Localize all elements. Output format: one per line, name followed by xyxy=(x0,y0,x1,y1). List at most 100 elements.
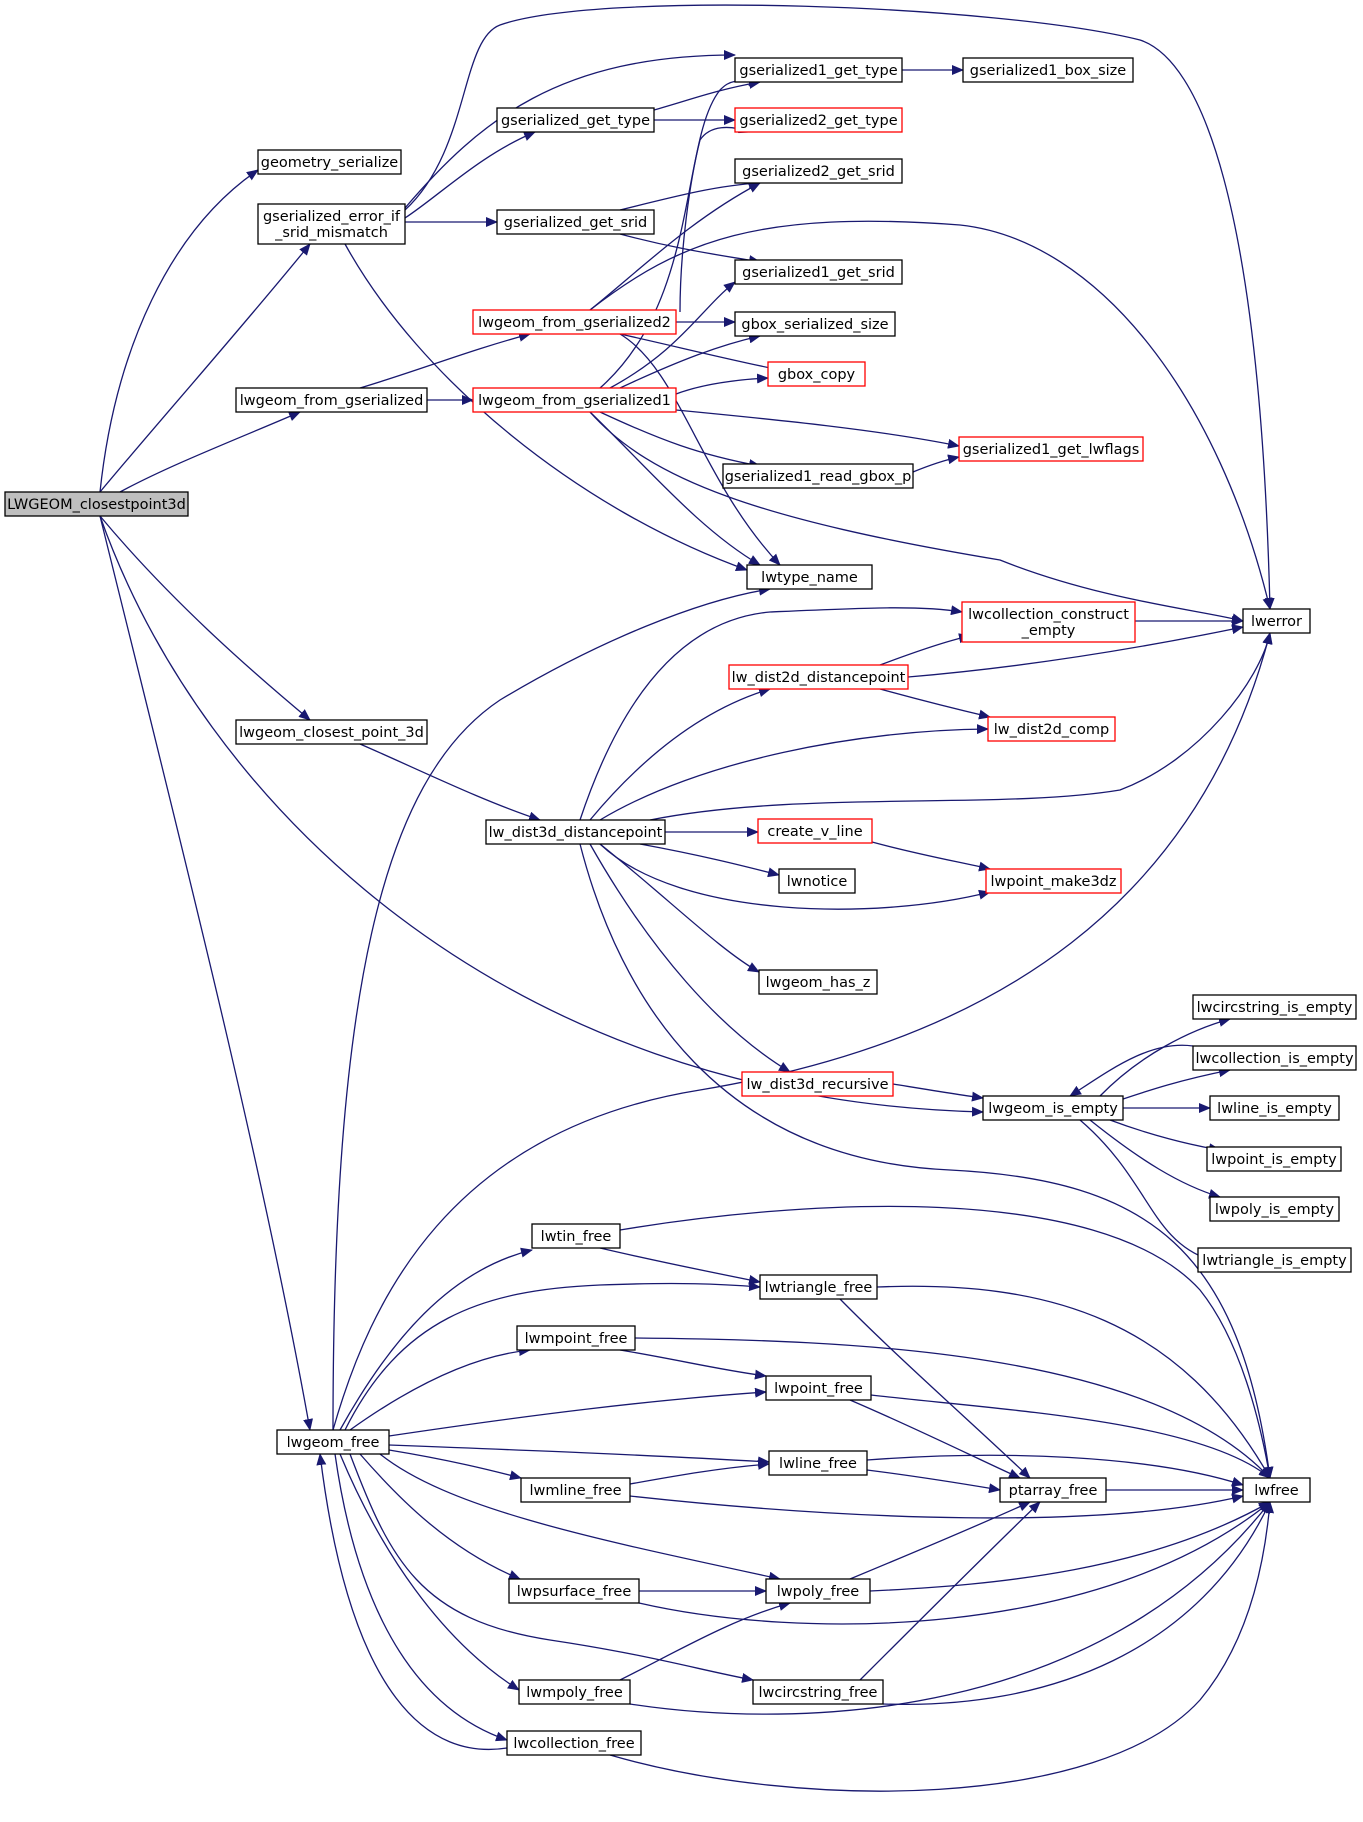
node-lwcircstring-free[interactable]: lwcircstring_free xyxy=(752,1679,884,1705)
node-geometry-serialize[interactable]: geometry_serialize xyxy=(257,149,402,175)
edge-path xyxy=(1119,1067,1231,1101)
node-gbox-serialized-size[interactable]: gbox_serialized_size xyxy=(734,311,896,337)
edge-lwpoint_free-to-ptarray_free xyxy=(849,1399,1021,1479)
node-lwline-is-empty[interactable]: lwline_is_empty xyxy=(1209,1095,1340,1121)
node-lwmline-free[interactable]: lwmline_free xyxy=(520,1477,631,1503)
node-lwgeom-has-z[interactable]: lwgeom_has_z xyxy=(758,969,878,995)
node-lwpsurface-free[interactable]: lwpsurface_free xyxy=(508,1578,640,1604)
node-gserialized2-get-srid[interactable]: gserialized2_get_srid xyxy=(734,158,903,184)
edge-gserialized_get_srid-to-gserialized1_get_srid xyxy=(619,233,761,266)
node-ptarray-free[interactable]: ptarray_free xyxy=(999,1477,1107,1503)
edge-lwtriangle_free-to-lwfree xyxy=(876,1285,1271,1479)
node-box xyxy=(518,1679,631,1705)
node-lwgeom-from-gserialized1[interactable]: lwgeom_from_gserialized1 xyxy=(472,387,677,413)
edge-lwcircstring_free-to-ptarray_free xyxy=(859,1501,1041,1681)
edge-path xyxy=(619,233,761,266)
node-lw-dist2d-comp[interactable]: lw_dist2d_comp xyxy=(987,716,1116,742)
node-lwgeom-from-gserialized[interactable]: lwgeom_from_gserialized xyxy=(235,387,428,413)
node-lwfree[interactable]: lwfree xyxy=(1242,1477,1311,1503)
node-lw-dist2d-distancepoint[interactable]: lw_dist2d_distancepoint xyxy=(728,664,909,690)
node-gserialized1-get-srid[interactable]: gserialized1_get_srid xyxy=(734,259,903,285)
node-lwgeom-free[interactable]: lwgeom_free xyxy=(276,1429,390,1455)
edge-lw_dist3d_distancepoint-to-lwgeom_has_z xyxy=(599,843,760,973)
node-lwgeom-from-gserialized2[interactable]: lwgeom_from_gserialized2 xyxy=(472,309,677,335)
node-box xyxy=(485,819,666,845)
node-lwpoly-is-empty[interactable]: lwpoly_is_empty xyxy=(1209,1196,1340,1222)
node-lwpoint-make3dz[interactable]: lwpoint_make3dz xyxy=(985,868,1122,894)
node-gserialized1-get-type[interactable]: gserialized1_get_type xyxy=(734,57,903,83)
node-lwtriangle-free[interactable]: lwtriangle_free xyxy=(759,1274,878,1300)
node-lwcollection-free[interactable]: lwcollection_free xyxy=(506,1730,642,1756)
node-lwmpoly-free[interactable]: lwmpoly_free xyxy=(518,1679,631,1705)
node-gserialized1-get-lwflags[interactable]: gserialized1_get_lwflags xyxy=(958,436,1144,462)
node-lwnotice[interactable]: lwnotice xyxy=(778,868,856,894)
node-gserialized1-read-gbox-p[interactable]: gserialized1_read_gbox_p xyxy=(722,463,914,489)
node-lwpoly-free[interactable]: lwpoly_free xyxy=(765,1578,871,1604)
node-create-v-line[interactable]: create_v_line xyxy=(757,818,873,844)
node-gserialized-error-if-srid-mismatch[interactable]: gserialized_error_if_srid_mismatch xyxy=(257,203,406,245)
edge-lwtin_free-to-lwfree xyxy=(619,1205,1274,1479)
edge-path xyxy=(839,1298,1031,1479)
node-lwgeom-is-empty[interactable]: lwgeom_is_empty xyxy=(982,1095,1124,1121)
node-lw-dist3d-recursive[interactable]: lw_dist3d_recursive xyxy=(741,1071,894,1097)
node-label: gserialized1_get_srid xyxy=(742,265,895,281)
edge-gserialized_error_if_srid_mismatch-to-lwerror xyxy=(404,4,1275,610)
node-gserialized2-get-type[interactable]: gserialized2_get_type xyxy=(734,107,903,133)
node-label: gserialized1_read_gbox_p xyxy=(725,469,912,485)
edge-path xyxy=(629,1501,1271,1715)
edge-path xyxy=(619,1601,791,1681)
node-gserialized1-box-size[interactable]: gserialized1_box_size xyxy=(962,57,1134,83)
node-lwline-free[interactable]: lwline_free xyxy=(768,1450,868,1476)
node-box xyxy=(734,259,903,285)
edge-path xyxy=(599,724,989,821)
node-lwtin-free[interactable]: lwtin_free xyxy=(531,1223,621,1249)
edge-gserialized_get_type-to-gserialized1_get_type xyxy=(653,79,761,111)
node-box xyxy=(1192,994,1357,1020)
node-label: lwcollection_construct_empty xyxy=(968,607,1129,639)
node-lwtype-name[interactable]: lwtype_name xyxy=(746,564,873,590)
edge-lwgeom_free-to-lwtriangle_free xyxy=(344,1281,761,1431)
edge-root-to-gserialized_error_if_srid_mismatch xyxy=(99,243,311,493)
edge-path xyxy=(871,841,991,872)
edge-path xyxy=(1079,1119,1211,1262)
edge-lw_dist3d_distancepoint-to-lw_dist2d_comp xyxy=(599,724,989,821)
node-lwerror[interactable]: lwerror xyxy=(1242,608,1311,634)
node-label: lwpoly_free xyxy=(777,1584,859,1600)
node-box xyxy=(741,1071,894,1097)
node-gbox-copy[interactable]: gbox_copy xyxy=(767,361,866,387)
node-lwtriangle-is-empty[interactable]: lwtriangle_is_empty xyxy=(1197,1247,1352,1273)
edge-gserialized_error_if_srid_mismatch-to-gserialized1_get_type xyxy=(404,50,736,209)
node-lwgeom-closest-point-3d[interactable]: lwgeom_closest_point_3d xyxy=(235,719,428,745)
node-box xyxy=(508,1578,640,1604)
node-box xyxy=(472,309,677,335)
node-label: lwline_is_empty xyxy=(1217,1101,1332,1117)
edge-lwmline_free-to-lwline_free xyxy=(629,1459,770,1485)
node-lwcollection-is-empty[interactable]: lwcollection_is_empty xyxy=(1192,1045,1357,1071)
edge-path xyxy=(639,843,780,878)
node-box xyxy=(1206,1146,1342,1172)
edge-lwcollection_free-to-lwfree xyxy=(609,1501,1275,1792)
node-lw-dist3d-distancepoint[interactable]: lw_dist3d_distancepoint xyxy=(485,819,666,845)
node-label: lwmpoint_free xyxy=(525,1331,628,1347)
edge-lwcollection_free-to-lwgeom_free xyxy=(316,1453,508,1751)
node-box xyxy=(1242,608,1311,634)
node-label: gbox_serialized_size xyxy=(741,317,888,333)
edge-lwgeom_free-to-lwpoint_free xyxy=(388,1387,767,1437)
node-box xyxy=(768,1450,868,1476)
node-lwmpoint-free[interactable]: lwmpoint_free xyxy=(516,1325,636,1351)
edge-lwtin_free-to-lwtriangle_free xyxy=(599,1247,761,1285)
node-gserialized-get-type[interactable]: gserialized_get_type xyxy=(496,107,655,133)
edge-path xyxy=(404,4,1275,610)
edge-lwgeom_free-to-lwcircstring_free xyxy=(349,1453,754,1683)
node-lwcollection-construct-empty[interactable]: lwcollection_construct_empty xyxy=(961,601,1136,643)
node-label: gserialized_error_if_srid_mismatch xyxy=(263,209,401,241)
edge-path xyxy=(332,585,771,1431)
node-lwpoint-free[interactable]: lwpoint_free xyxy=(765,1375,872,1401)
node-box xyxy=(734,158,903,184)
node-label: lwpoint_make3dz xyxy=(991,874,1117,890)
node-label: gbox_copy xyxy=(778,367,856,383)
node-gserialized-get-srid[interactable]: gserialized_get_srid xyxy=(496,209,655,235)
node-lwcircstring-is-empty[interactable]: lwcircstring_is_empty xyxy=(1192,994,1357,1020)
node-lwpoint-is-empty[interactable]: lwpoint_is_empty xyxy=(1206,1146,1342,1172)
